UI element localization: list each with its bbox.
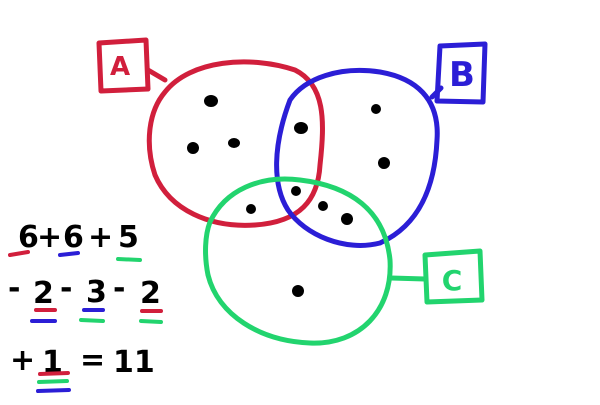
eq2-minus-3: - xyxy=(113,271,125,306)
eq1-plus-2: + xyxy=(88,220,113,255)
dot-a-and-b-and-c xyxy=(291,186,301,196)
eq3-term-1: 1 xyxy=(42,345,63,380)
eq1-term-6-b: 6 xyxy=(63,220,84,255)
dot-a-and-b xyxy=(294,122,308,134)
set-c-label: C xyxy=(442,264,463,297)
eq1-underline-blue xyxy=(58,251,80,257)
dot-b-only xyxy=(371,104,381,114)
eq3-plus: + xyxy=(10,343,35,378)
dot-a-and-c xyxy=(246,204,256,214)
eq1-underline-green xyxy=(116,257,142,262)
eq3-underline-blue xyxy=(36,388,71,393)
eq1-term-5: 5 xyxy=(118,220,139,255)
set-b-circle xyxy=(274,67,440,248)
set-b-label-box xyxy=(434,41,488,105)
eq3-underline-red xyxy=(38,371,70,376)
dot-b-only xyxy=(378,157,390,169)
set-b-label: B xyxy=(449,55,475,95)
eq1-term-6-a: 6 xyxy=(18,220,39,255)
dot-a-only xyxy=(228,138,240,148)
set-a-label-box xyxy=(96,37,151,94)
eq2-term-2-a: 2 xyxy=(33,276,54,311)
dot-a-only xyxy=(204,95,218,107)
eq2-term-3: 3 xyxy=(86,275,107,310)
set-a-label: A xyxy=(110,52,130,82)
dot-a-only xyxy=(187,142,199,154)
set-c-label-box xyxy=(422,248,485,305)
dot-b-and-c xyxy=(341,213,353,225)
eq2-minus-2: - xyxy=(60,271,72,306)
eq2-underline-green xyxy=(79,318,105,323)
eq3-underline-green xyxy=(37,379,69,384)
set-a-connector xyxy=(145,67,168,83)
eq3-result: 11 xyxy=(113,345,155,380)
eq1-underline-red xyxy=(8,250,30,257)
eq3-equals: = xyxy=(80,343,105,378)
eq2-underline-green xyxy=(139,319,163,324)
eq1-plus-1: + xyxy=(37,220,62,255)
set-c-circle xyxy=(203,176,393,346)
dot-b-and-c xyxy=(318,201,328,211)
set-a-circle xyxy=(146,59,325,228)
eq2-minus-1: - xyxy=(8,271,20,306)
dot-c-only xyxy=(292,285,304,297)
eq2-term-2-b: 2 xyxy=(140,276,161,311)
set-c-connector xyxy=(388,275,428,282)
